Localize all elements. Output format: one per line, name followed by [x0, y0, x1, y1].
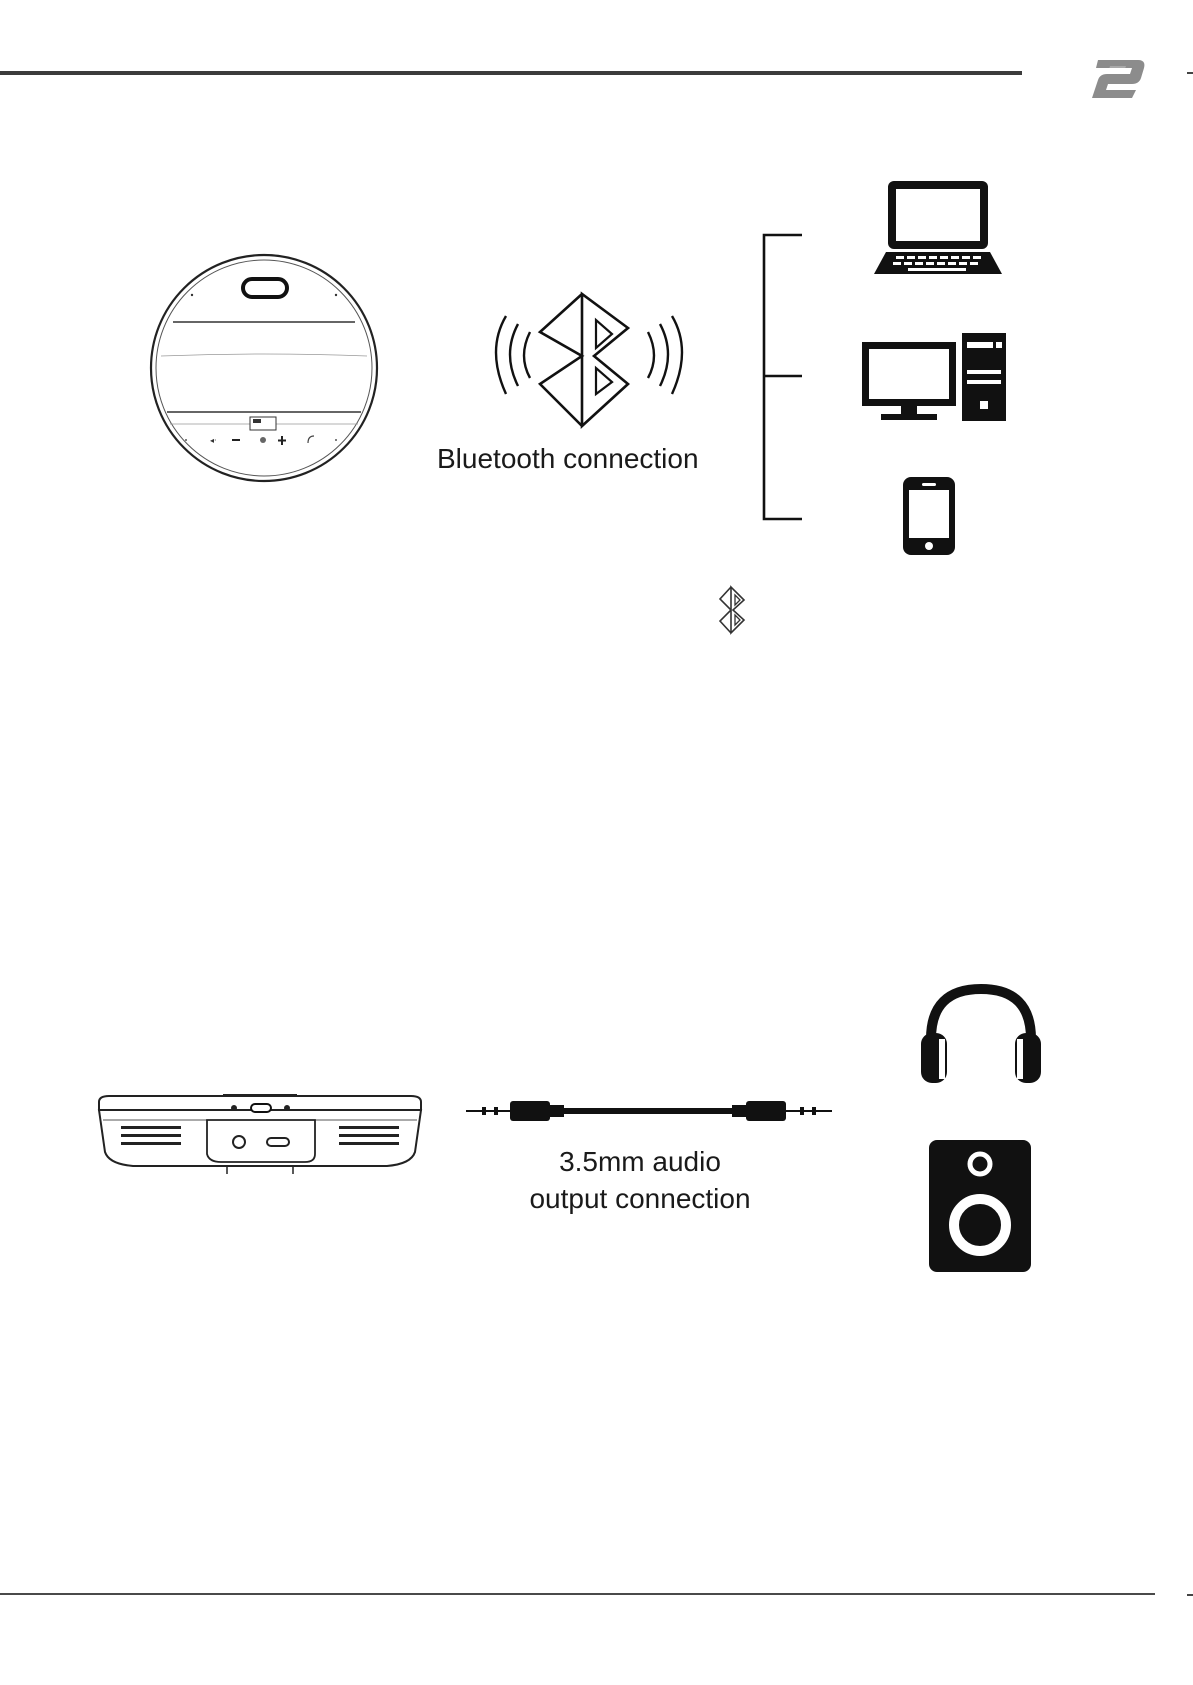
audio-caption: 3.5mm audio output connection — [490, 1143, 790, 1217]
laptop-icon — [874, 178, 1002, 276]
speakerphone-top-view: ◂· — [148, 252, 380, 484]
speakerphone-side-view — [97, 1094, 423, 1176]
edge-mark — [1187, 1594, 1193, 1596]
header-rule — [0, 71, 1022, 75]
svg-text:◂·: ◂· — [210, 436, 217, 445]
speaker-icon — [928, 1139, 1032, 1273]
audio-caption-line2: output connection — [490, 1180, 790, 1217]
bluetooth-icon — [716, 585, 748, 635]
bluetooth-signal-icon — [484, 290, 694, 430]
bluetooth-caption: Bluetooth connection — [437, 443, 699, 475]
connection-bracket — [762, 233, 804, 521]
headphones-icon — [921, 983, 1041, 1085]
audio-caption-line1: 3.5mm audio — [490, 1143, 790, 1180]
audio-cable-icon — [466, 1096, 832, 1126]
desktop-computer-icon — [861, 332, 1007, 422]
footer-rule — [0, 1593, 1155, 1595]
smartphone-icon — [902, 476, 956, 556]
edge-mark — [1187, 72, 1193, 74]
b2-logo-icon — [1086, 56, 1148, 102]
